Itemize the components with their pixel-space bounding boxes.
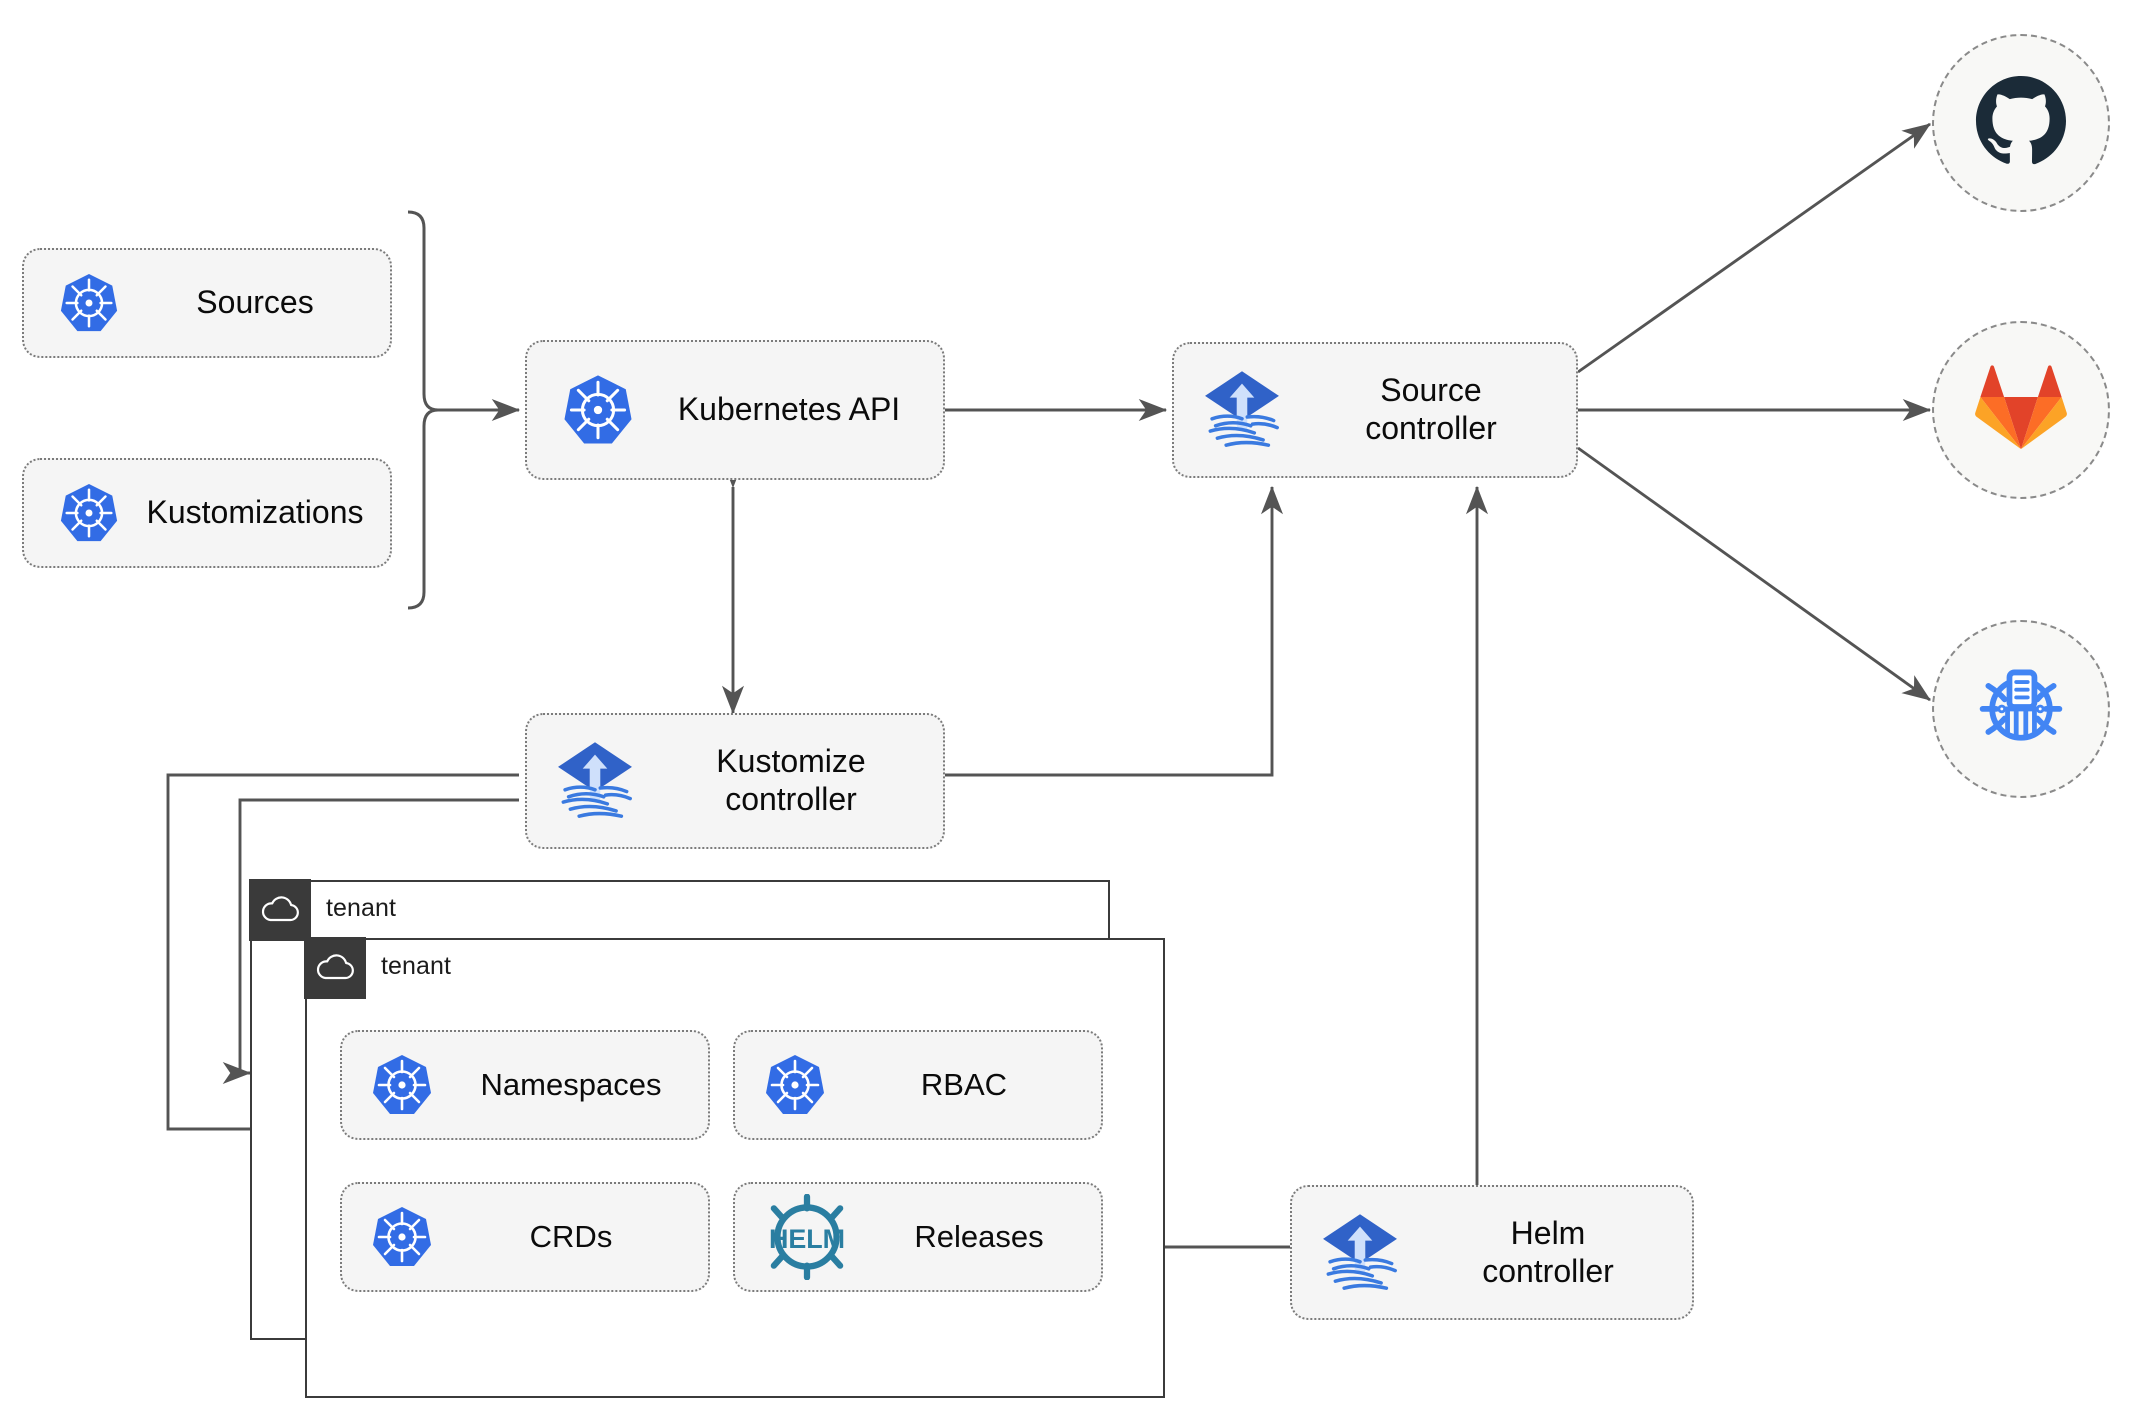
- helm-repository-icon: [1973, 659, 2069, 760]
- node-label: RBAC: [920, 1066, 1008, 1102]
- node-label: Source controller: [1365, 372, 1497, 446]
- node-releases[interactable]: HELM Releases: [733, 1182, 1103, 1292]
- provider-helm-repository[interactable]: [1932, 620, 2110, 798]
- node-label: Kustomizations: [146, 494, 364, 531]
- svg-text:HELM: HELM: [769, 1224, 845, 1254]
- tenant-label: tenant: [381, 952, 452, 980]
- flux-icon: [551, 737, 639, 825]
- edge-source-to-github: [1577, 122, 1931, 374]
- node-label: Namespaces: [480, 1066, 662, 1102]
- provider-github[interactable]: [1932, 34, 2110, 212]
- cloud-icon: [249, 879, 312, 942]
- node-sources[interactable]: Sources: [22, 248, 392, 358]
- kubernetes-icon: [561, 373, 635, 447]
- tenant-box-front[interactable]: tenant: [304, 937, 1165, 1398]
- github-icon: [1972, 72, 2070, 175]
- helm-icon: HELM: [757, 1194, 857, 1280]
- kubernetes-icon: [58, 272, 120, 334]
- edge-source-to-helm-repo: [1577, 446, 1931, 702]
- node-helm-controller[interactable]: Helm controller: [1290, 1185, 1694, 1320]
- flux-icon: [1198, 366, 1286, 454]
- kubernetes-icon: [370, 1205, 434, 1269]
- cloud-icon: [304, 937, 367, 1000]
- node-kubernetes-api[interactable]: Kubernetes API: [525, 340, 945, 480]
- node-source-controller[interactable]: Source controller: [1172, 342, 1578, 478]
- provider-gitlab[interactable]: [1932, 321, 2110, 499]
- flux-icon: [1316, 1209, 1404, 1297]
- node-label: CRDs: [529, 1218, 613, 1254]
- node-label: Kubernetes API: [677, 391, 901, 428]
- kubernetes-icon: [58, 482, 120, 544]
- kubernetes-icon: [763, 1053, 827, 1117]
- group-bracket: [407, 210, 439, 610]
- node-crds[interactable]: CRDs: [340, 1182, 710, 1292]
- node-kustomize-controller[interactable]: Kustomize controller: [525, 713, 945, 849]
- node-label: Helm controller: [1482, 1214, 1614, 1289]
- tenant-label: tenant: [326, 894, 397, 922]
- gitlab-icon: [1975, 364, 2067, 456]
- edge-kustomize-to-source: [944, 485, 1284, 777]
- node-namespaces[interactable]: Namespaces: [340, 1030, 710, 1140]
- node-rbac[interactable]: RBAC: [733, 1030, 1103, 1140]
- node-label: Kustomize controller: [716, 743, 866, 817]
- node-label: Sources: [196, 284, 314, 321]
- node-label: Releases: [914, 1218, 1044, 1254]
- node-kustomizations[interactable]: Kustomizations: [22, 458, 392, 568]
- kubernetes-icon: [370, 1053, 434, 1117]
